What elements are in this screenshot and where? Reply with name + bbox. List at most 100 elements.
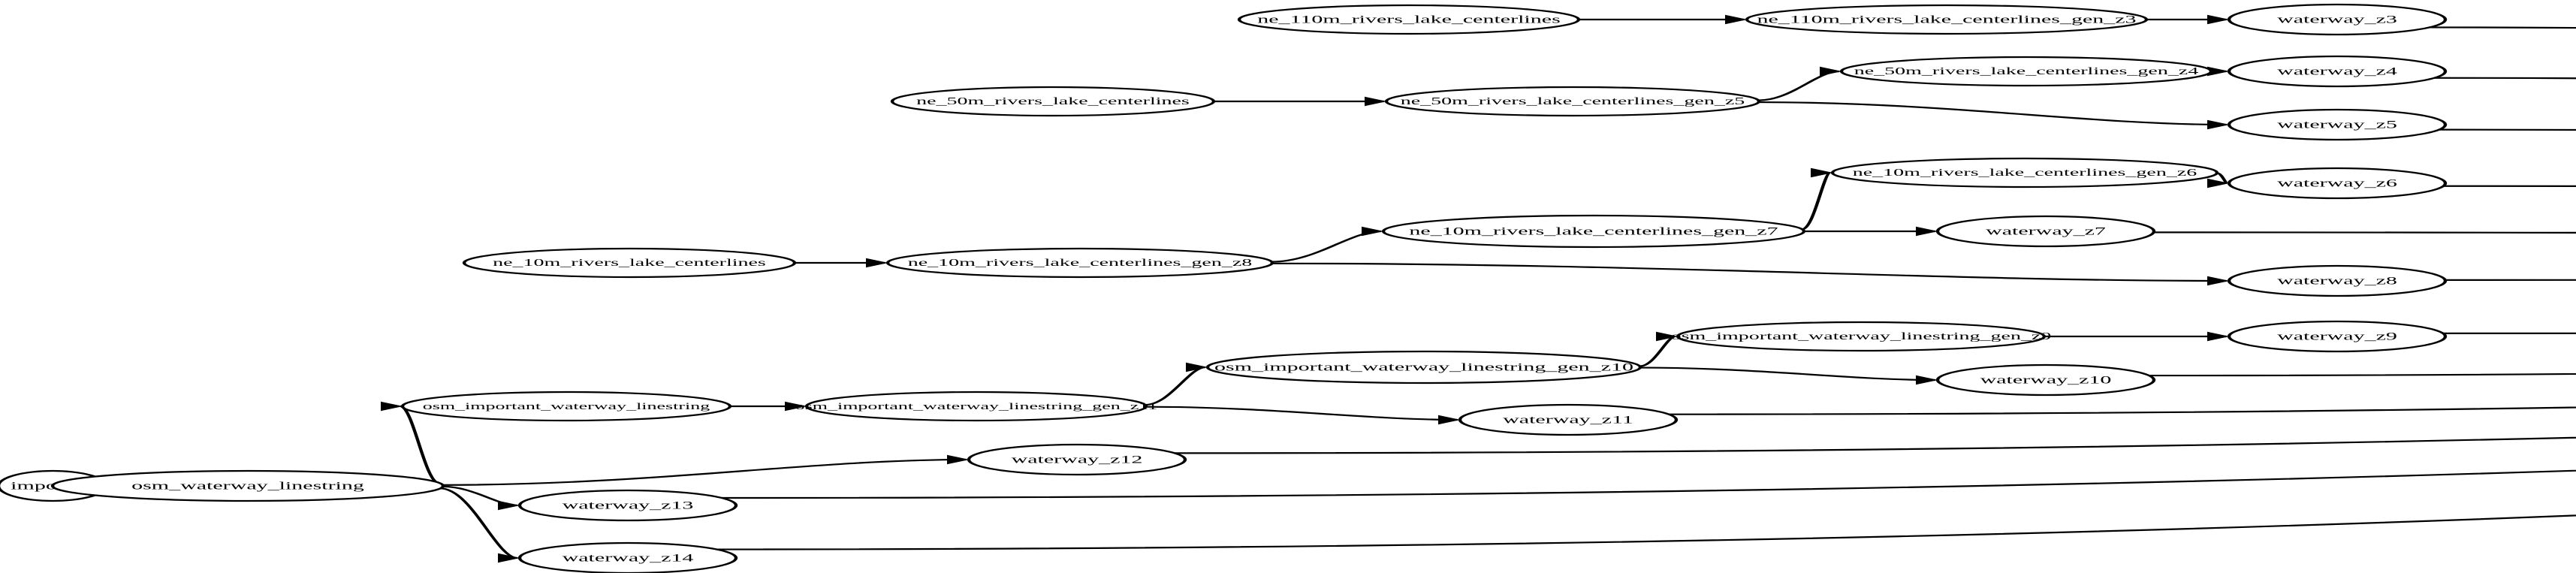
node-label: waterway_z10 xyxy=(1980,374,2112,386)
edge xyxy=(1801,171,1832,231)
node-label: ne_110m_rivers_lake_centerlines_gen_z3 xyxy=(1757,14,2136,26)
graph-node-ne_50m_rivers_lake_centerlines_gen_z5[interactable]: ne_50m_rivers_lake_centerlines_gen_z5 xyxy=(1384,86,1761,117)
graph-node-waterway_z5[interactable]: waterway_z5 xyxy=(2227,108,2448,141)
edge-arrowhead xyxy=(1916,375,1938,385)
edge-arrowhead xyxy=(2207,276,2230,286)
node-label: osm_important_waterway_linestring_gen_z1… xyxy=(1214,361,1633,373)
edge-arrowhead xyxy=(1362,226,1384,237)
node-ellipse xyxy=(50,469,445,502)
edge xyxy=(717,469,2576,499)
graph-node-ne_10m_rivers_lake_centerlines_gen_z8[interactable]: ne_10m_rivers_lake_centerlines_gen_z8 xyxy=(885,247,1274,279)
node-ellipse xyxy=(2227,3,2448,36)
node-ellipse xyxy=(1381,214,1806,249)
node-label: osm_waterway_linestring xyxy=(131,480,364,492)
node-label: waterway_z11 xyxy=(1503,414,1633,426)
edge-arrowhead xyxy=(785,401,807,412)
edge-arrowhead xyxy=(1725,14,1748,25)
node-label: waterway_z8 xyxy=(2277,275,2397,287)
graph-node-waterway_z10[interactable]: waterway_z10 xyxy=(1935,363,2156,397)
edge xyxy=(1145,406,1458,421)
edge-arrowhead xyxy=(498,553,520,563)
graph-node-osm_waterway_linestring[interactable]: osm_waterway_linestring xyxy=(50,469,445,502)
edge-arrowhead xyxy=(947,454,970,465)
node-label: waterway_z13 xyxy=(563,499,694,511)
graph-node-ne_110m_rivers_lake_centerlines[interactable]: ne_110m_rivers_lake_centerlines xyxy=(1237,4,1581,35)
graph-node-waterway_z7[interactable]: waterway_z7 xyxy=(1935,215,2156,248)
graph-node-osm_important_waterway_linestring_gen_z9[interactable]: osm_important_waterway_linestring_gen_z9 xyxy=(1671,321,2052,352)
edge xyxy=(2153,231,2576,234)
node-layer: imposm3osm_waterway_linestringosm_import… xyxy=(0,3,2448,573)
graph-node-osm_important_waterway_linestring[interactable]: osm_important_waterway_linestring xyxy=(400,391,732,422)
node-ellipse xyxy=(1384,86,1761,117)
node-ellipse xyxy=(2227,55,2448,88)
edge xyxy=(1145,366,1206,406)
node-ellipse xyxy=(1745,4,2149,35)
graph-node-waterway_z11[interactable]: waterway_z11 xyxy=(1458,403,1679,436)
graph-node-ne_10m_rivers_lake_centerlines[interactable]: ne_10m_rivers_lake_centerlines xyxy=(462,247,797,279)
graph-node-ne_10m_rivers_lake_centerlines_gen_z6[interactable]: ne_10m_rivers_lake_centerlines_gen_z6 xyxy=(1830,157,2219,188)
node-ellipse xyxy=(804,391,1148,422)
node-ellipse xyxy=(1935,363,2156,397)
graph-node-waterway_z14[interactable]: waterway_z14 xyxy=(517,541,738,573)
node-label: ne_50m_rivers_lake_centerlines xyxy=(916,95,1190,107)
node-label: waterway_z3 xyxy=(2277,14,2397,26)
graph-node-osm_important_waterway_linestring_gen_z10[interactable]: osm_important_waterway_linestring_gen_z1… xyxy=(1205,350,1642,385)
edge xyxy=(2425,26,2576,29)
node-label: ne_110m_rivers_lake_centerlines xyxy=(1257,14,1561,26)
node-ellipse xyxy=(400,391,732,422)
node-ellipse xyxy=(885,247,1274,279)
node-label: osm_important_waterway_linestring_gen_z1… xyxy=(795,401,1158,412)
node-ellipse xyxy=(2227,320,2448,353)
graph-node-waterway_z12[interactable]: waterway_z12 xyxy=(967,443,1187,476)
node-ellipse xyxy=(462,247,797,279)
node-label: waterway_z7 xyxy=(1986,225,2106,237)
node-label: ne_10m_rivers_lake_centerlines xyxy=(493,257,766,269)
node-ellipse xyxy=(1830,157,2219,188)
node-label: ne_50m_rivers_lake_centerlines_gen_z5 xyxy=(1401,95,1745,107)
node-label: osm_important_waterway_linestring xyxy=(423,401,710,412)
node-ellipse xyxy=(1935,215,2156,248)
edge-layer xyxy=(31,14,2576,563)
edge-arrowhead xyxy=(1916,226,1938,237)
edge-arrowhead xyxy=(2207,178,2230,188)
edge-arrowhead xyxy=(2207,14,2230,25)
edge-arrowhead xyxy=(1811,167,1833,178)
graph-node-ne_10m_rivers_lake_centerlines_gen_z7[interactable]: ne_10m_rivers_lake_centerlines_gen_z7 xyxy=(1381,214,1806,249)
edge xyxy=(439,487,518,559)
edge-arrowhead xyxy=(1438,415,1461,425)
edge xyxy=(711,514,2576,550)
graph-node-waterway_z13[interactable]: waterway_z13 xyxy=(517,489,738,522)
node-ellipse xyxy=(1458,403,1679,436)
edge xyxy=(1757,70,1840,101)
graph-node-waterway_z3[interactable]: waterway_z3 xyxy=(2227,3,2448,36)
node-label: ne_50m_rivers_lake_centerlines_gen_z4 xyxy=(1854,65,2199,77)
graph-node-ne_110m_rivers_lake_centerlines_gen_z3[interactable]: ne_110m_rivers_lake_centerlines_gen_z3 xyxy=(1745,4,2149,35)
node-ellipse xyxy=(2227,167,2448,200)
edge xyxy=(1172,436,2576,454)
graph-node-waterway_z9[interactable]: waterway_z9 xyxy=(2227,320,2448,353)
graph-node-waterway_z4[interactable]: waterway_z4 xyxy=(2227,55,2448,88)
graph-node-ne_50m_rivers_lake_centerlines[interactable]: ne_50m_rivers_lake_centerlines xyxy=(890,86,1216,117)
edge xyxy=(2442,332,2576,334)
node-ellipse xyxy=(1676,321,2047,352)
edge xyxy=(2431,77,2576,80)
node-ellipse xyxy=(1205,350,1642,385)
graph-node-osm_important_waterway_linestring_gen_z11[interactable]: osm_important_waterway_linestring_gen_z1… xyxy=(795,391,1158,422)
edge xyxy=(1271,262,2228,282)
graph-node-ne_50m_rivers_lake_centerlines_gen_z4[interactable]: ne_50m_rivers_lake_centerlines_gen_z4 xyxy=(1839,56,2213,87)
edge xyxy=(1758,101,2228,126)
edge-arrowhead xyxy=(1820,66,1842,77)
graph-node-waterway_z6[interactable]: waterway_z6 xyxy=(2227,167,2448,200)
edge-arrowhead xyxy=(1365,96,1387,107)
node-ellipse xyxy=(890,86,1216,117)
edge xyxy=(1667,406,2576,415)
node-ellipse xyxy=(2227,264,2448,297)
node-label: ne_10m_rivers_lake_centerlines_gen_z6 xyxy=(1853,167,2197,179)
edge xyxy=(1271,230,1382,263)
node-label: waterway_z5 xyxy=(2277,119,2397,131)
edge xyxy=(398,405,441,484)
node-ellipse xyxy=(2227,108,2448,141)
graph-node-waterway_z8[interactable]: waterway_z8 xyxy=(2227,264,2448,297)
